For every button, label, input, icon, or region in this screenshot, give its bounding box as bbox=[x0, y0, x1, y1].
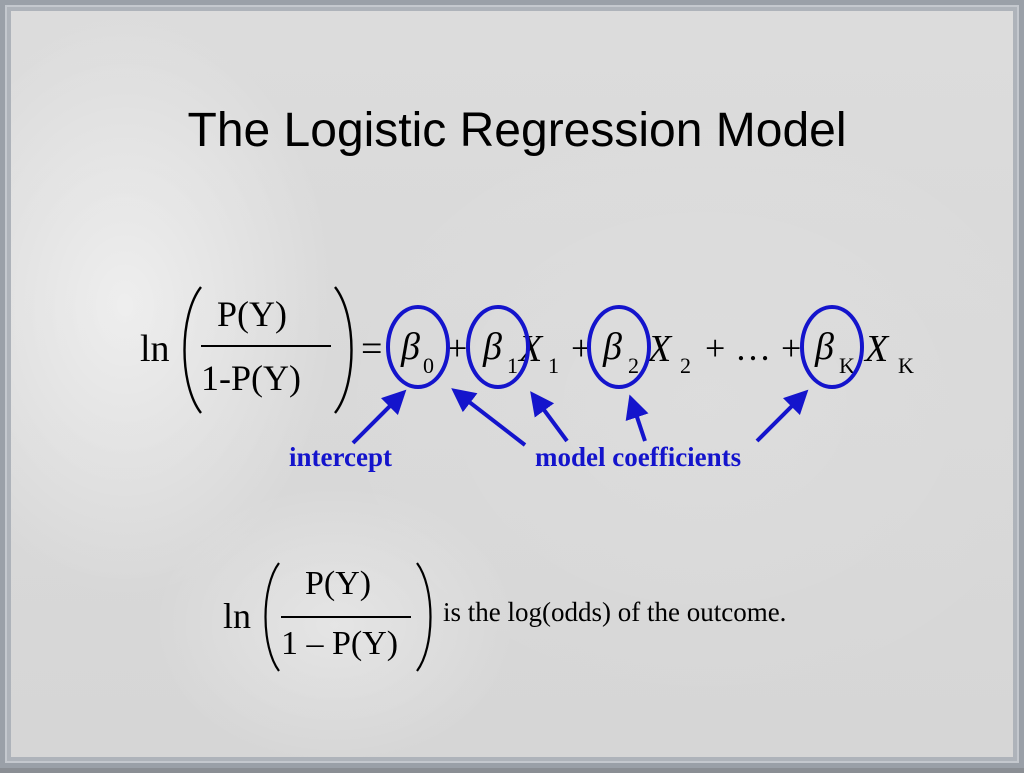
ln-text-2: ln bbox=[223, 596, 252, 636]
plus-1: + bbox=[447, 328, 468, 368]
circle-beta-k bbox=[800, 305, 864, 389]
beta-2-subscript: 2 bbox=[628, 353, 639, 378]
x-2: X bbox=[648, 328, 672, 370]
second-denominator: 1 – P(Y) bbox=[281, 625, 399, 662]
main-right-paren bbox=[334, 286, 353, 414]
equals-sign: = bbox=[361, 328, 383, 370]
second-right-paren bbox=[416, 562, 432, 672]
arrow-coef-2 bbox=[530, 391, 569, 443]
second-numerator: P(Y) bbox=[305, 565, 372, 602]
main-left-paren bbox=[183, 286, 202, 414]
x-1-subscript: 1 bbox=[548, 353, 559, 378]
beta-2: β bbox=[603, 326, 622, 368]
x-k: X bbox=[865, 328, 889, 370]
beta-0: β bbox=[401, 326, 420, 368]
beta-1: β bbox=[483, 326, 502, 368]
plus-3: + bbox=[705, 328, 726, 368]
ellipsis: … bbox=[735, 328, 771, 368]
arrow-coef-1 bbox=[451, 388, 527, 447]
log-odds-equation: ln P(Y) 1 – P(Y) is the log(odds) of the… bbox=[5, 5, 1024, 773]
main-fraction-bar bbox=[201, 345, 331, 347]
circle-beta-2 bbox=[587, 305, 651, 389]
main-denominator: 1-P(Y) bbox=[201, 358, 301, 398]
ln-text: ln bbox=[140, 328, 170, 370]
beta-k: β bbox=[815, 326, 834, 368]
second-fraction-bar bbox=[281, 616, 411, 618]
circle-beta-1 bbox=[466, 305, 530, 389]
arrow-coef-4 bbox=[755, 389, 809, 443]
beta-1-subscript: 1 bbox=[507, 353, 518, 378]
plus-4: + bbox=[781, 328, 802, 368]
circle-beta-0 bbox=[386, 305, 450, 389]
beta-0-subscript: 0 bbox=[423, 353, 434, 378]
slide-title: The Logistic Regression Model bbox=[187, 104, 847, 157]
label-intercept: intercept bbox=[289, 442, 392, 472]
main-numerator: P(Y) bbox=[217, 294, 287, 334]
annotation-overlay bbox=[351, 305, 864, 447]
log-odds-description: is the log(odds) of the outcome. bbox=[443, 597, 787, 627]
beta-k-subscript: K bbox=[839, 353, 855, 378]
arrow-coef-3 bbox=[625, 394, 649, 442]
plus-2: + bbox=[571, 328, 592, 368]
label-model-coefficients: model coefficients bbox=[535, 442, 742, 472]
x-2-subscript: 2 bbox=[680, 353, 691, 378]
x-k-subscript: K bbox=[898, 353, 914, 378]
arrow-intercept bbox=[351, 389, 407, 445]
second-left-paren bbox=[264, 562, 280, 672]
